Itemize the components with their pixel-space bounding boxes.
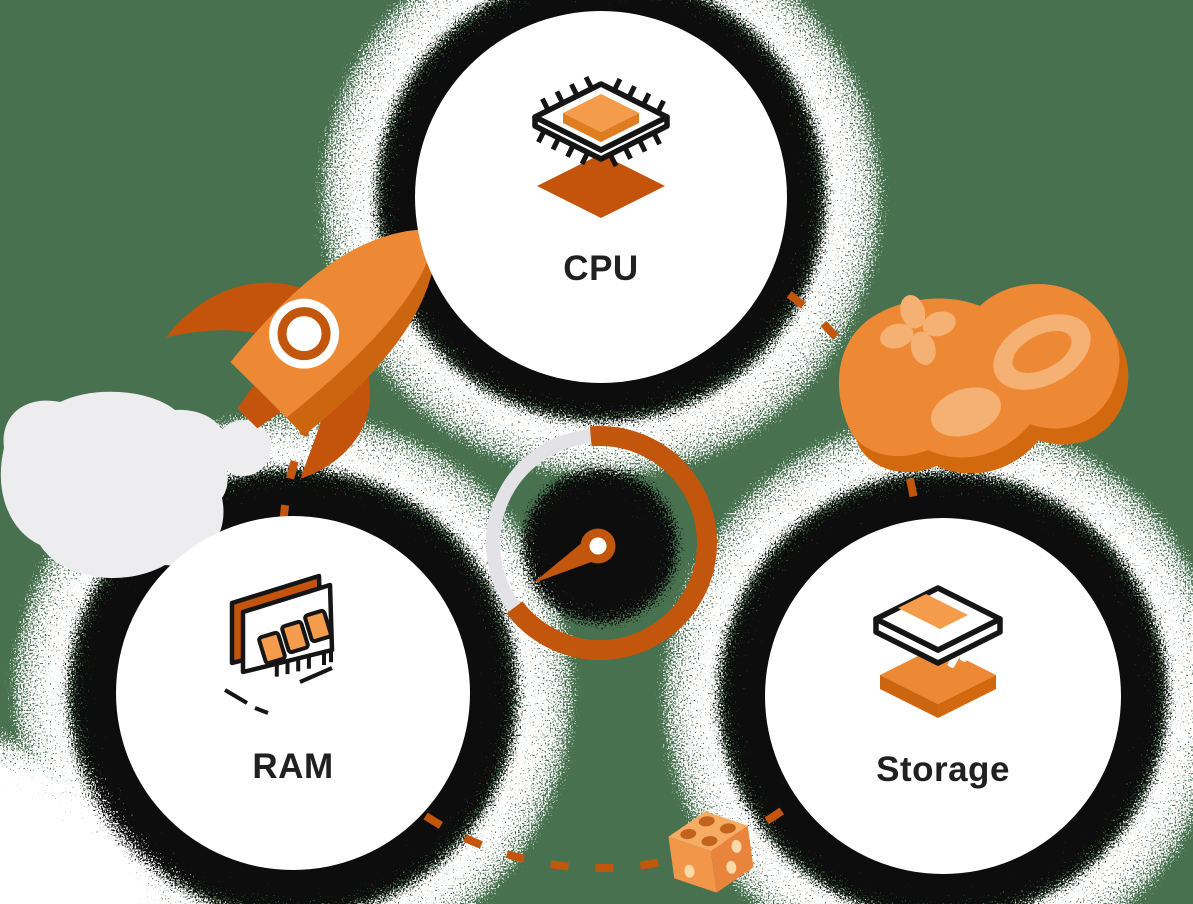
cpu-label: CPU <box>563 249 638 288</box>
gauge-icon <box>485 426 717 660</box>
rocket-nozzle <box>237 385 281 429</box>
gauge-progress-arc <box>506 426 717 660</box>
rocket-icon <box>166 229 437 479</box>
gamepad-icon <box>838 283 1129 474</box>
ram-pins <box>274 650 333 677</box>
ram-circle <box>116 516 470 870</box>
storage-chip-icon <box>873 585 1003 718</box>
dice-left-face <box>668 836 717 893</box>
ram-ground-dashes <box>223 666 333 715</box>
gauge-track <box>485 429 592 612</box>
dice-right-face <box>710 825 754 893</box>
rocket-body-shade <box>286 229 437 436</box>
cpu-chip-icon <box>532 75 670 218</box>
dice-top-face <box>668 811 748 852</box>
dice-icon <box>668 811 754 893</box>
gamepad-dpad <box>880 295 956 365</box>
ram-module-icon <box>223 573 335 715</box>
cpu-pins <box>536 75 666 168</box>
storage-label: Storage <box>876 750 1010 789</box>
gamepad-ring-button <box>993 314 1091 390</box>
gamepad-oval-button <box>931 387 1001 437</box>
rocket-right-fin <box>300 367 371 479</box>
ram-label: RAM <box>252 747 333 786</box>
cpu-shadow <box>537 154 665 218</box>
exhaust-plume-icon <box>0 391 271 579</box>
